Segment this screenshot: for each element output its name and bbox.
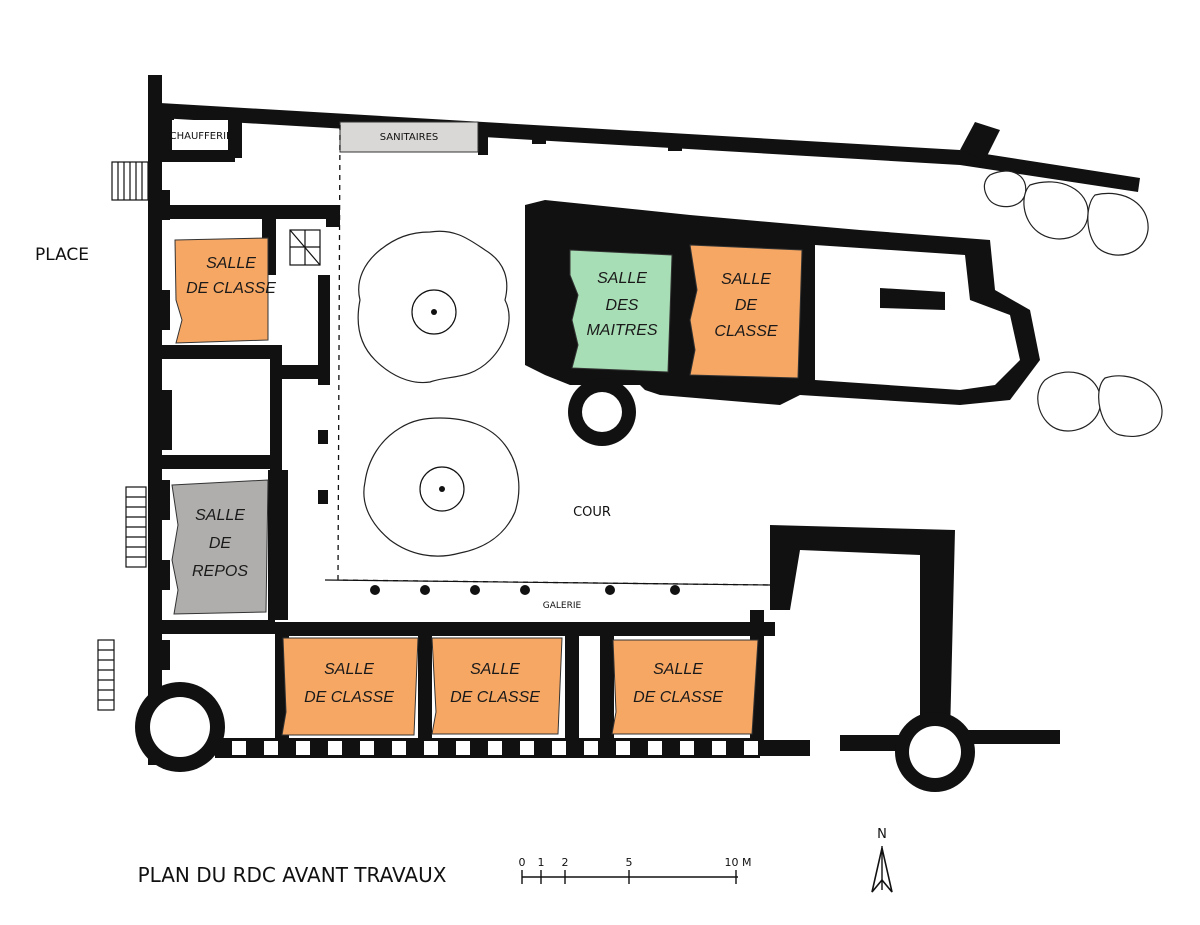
room-classe-south-1: [281, 637, 419, 736]
room-classe-east: [689, 244, 803, 379]
scale-tick-1: 1: [538, 856, 545, 869]
room-classe-south-3: [611, 639, 759, 735]
room-sanitaires: [339, 121, 479, 153]
scale-tick-0: 0: [519, 856, 526, 869]
exterior-trees: [983, 170, 1163, 437]
scale-tick-5: 5: [626, 856, 633, 869]
scale-bar: 0 1 2 5 10 M: [519, 856, 752, 884]
scale-tick-2: 2: [562, 856, 569, 869]
rooms: [171, 121, 803, 736]
scale-tick-10: 10 M: [725, 856, 752, 869]
gallery-line: [324, 579, 771, 586]
window-marks: [232, 741, 758, 755]
towers: [135, 378, 975, 792]
room-classe-west: [174, 237, 269, 344]
room-salle-des-maitres: [569, 249, 673, 373]
tree-courtyard-north: [357, 230, 510, 384]
room-classe-south-2: [431, 637, 563, 735]
plan-title: PLAN DU RDC AVANT TRAVAUX: [138, 863, 447, 887]
place-label: PLACE: [35, 245, 89, 265]
north-label: N: [877, 827, 887, 842]
room-salle-de-repos: [171, 479, 269, 615]
cour-label: COUR: [573, 505, 611, 520]
galerie-label: GALERIE: [543, 601, 582, 611]
sanitaires-label: SANITAIRES: [380, 132, 439, 143]
stairs: [97, 161, 321, 711]
chaufferie-label: CHAUFFERIE: [170, 131, 233, 142]
courtyard: [324, 124, 771, 595]
interior-voids: [172, 120, 1020, 390]
north-arrow-icon: N: [871, 827, 893, 893]
